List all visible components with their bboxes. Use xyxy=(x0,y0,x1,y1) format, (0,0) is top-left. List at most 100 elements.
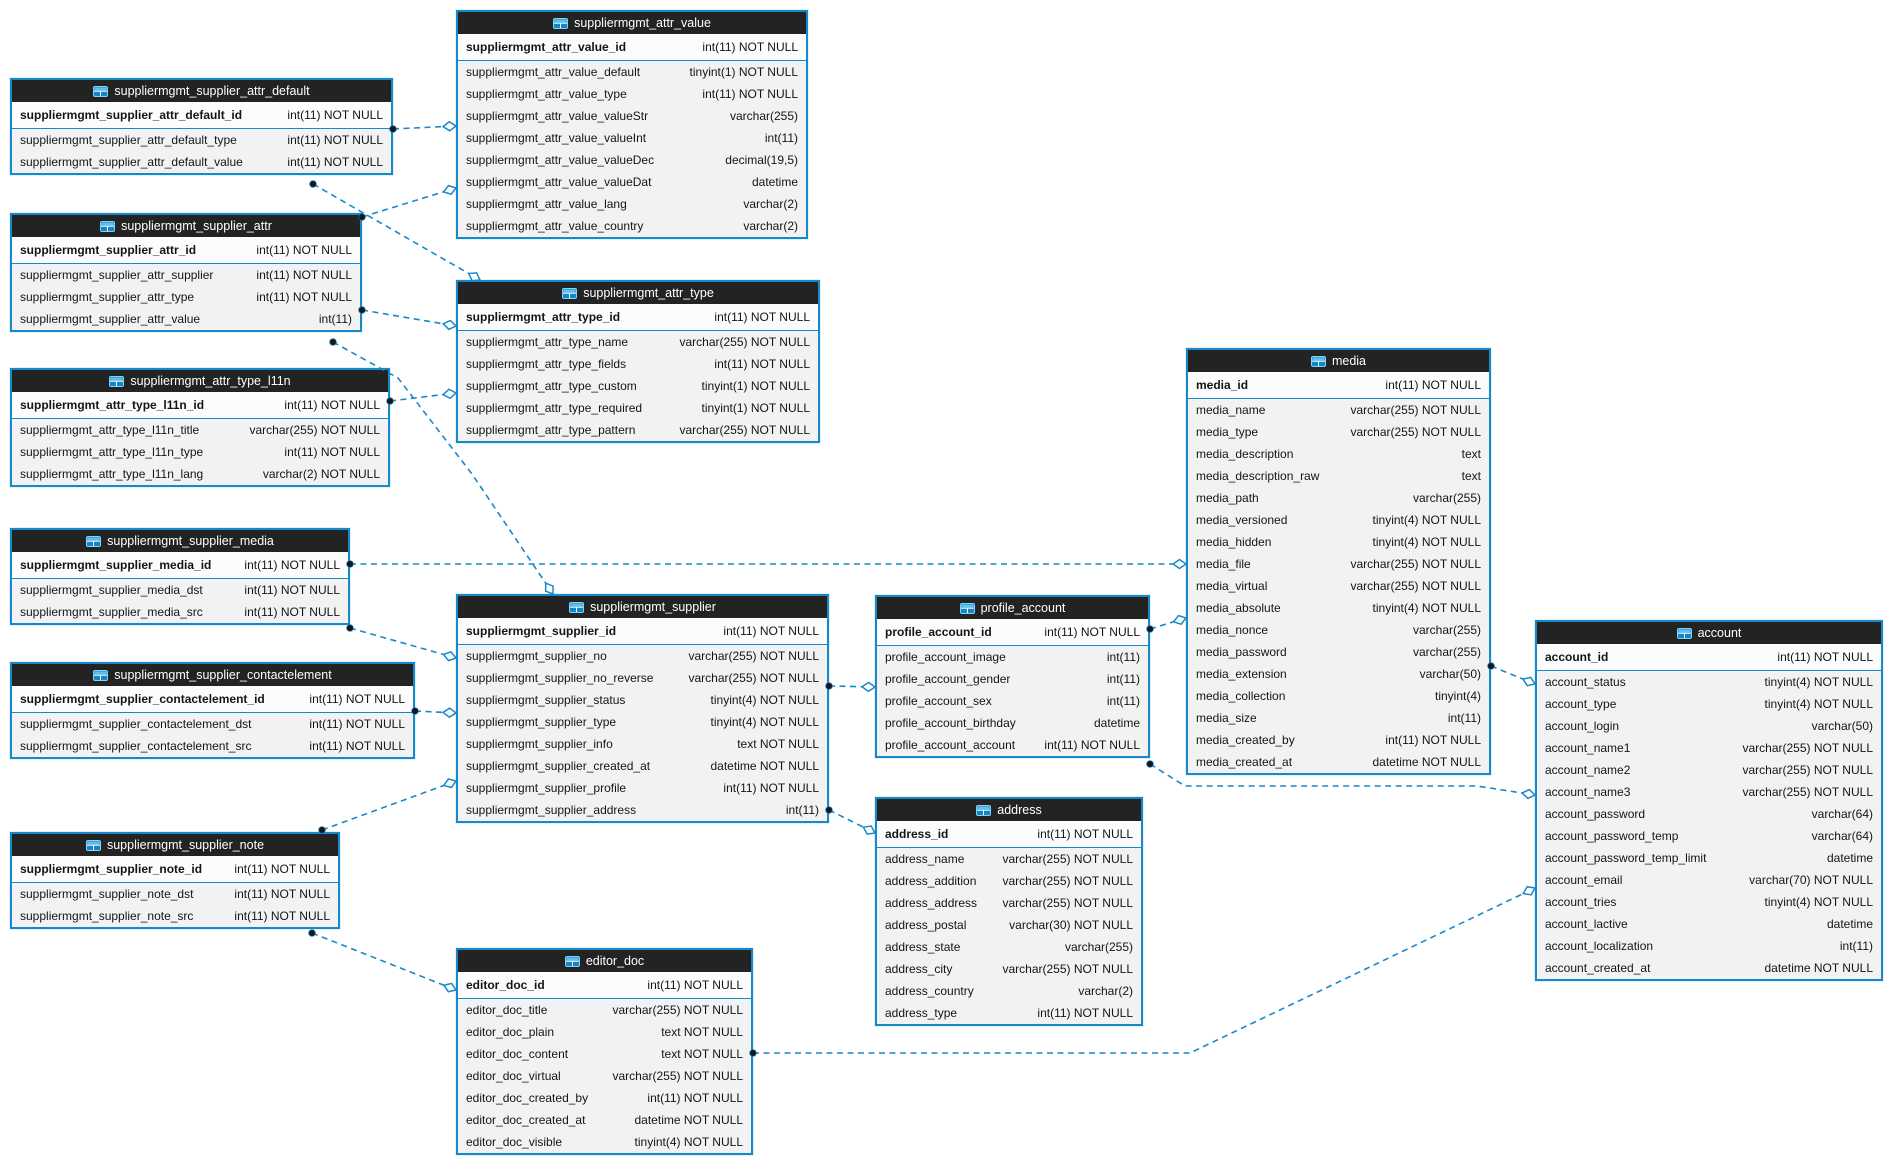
relationship-line[interactable] xyxy=(349,627,457,659)
table-header[interactable]: suppliermgmt_supplier xyxy=(458,596,827,618)
table-header[interactable]: suppliermgmt_attr_type xyxy=(458,282,818,304)
relationship-line[interactable] xyxy=(1149,617,1187,630)
table-header[interactable]: editor_doc xyxy=(458,950,751,972)
table-header[interactable]: suppliermgmt_supplier_attr xyxy=(12,215,360,237)
relationship-line[interactable] xyxy=(321,780,457,831)
table-header[interactable]: profile_account xyxy=(877,597,1148,619)
table-header[interactable]: suppliermgmt_attr_value xyxy=(458,12,806,34)
relationship-line[interactable] xyxy=(311,932,457,991)
table-suppliermgmt_attr_value[interactable]: suppliermgmt_attr_value suppliermgmt_attr… xyxy=(456,10,808,239)
relationship-line[interactable] xyxy=(361,309,457,327)
table-header[interactable]: suppliermgmt_supplier_contactelement xyxy=(12,664,413,686)
table-suppliermgmt_attr_type[interactable]: suppliermgmt_attr_type suppliermgmt_attr_… xyxy=(456,280,820,443)
column-row[interactable]: suppliermgmt_supplier_attr_default_value… xyxy=(12,151,391,173)
column-row[interactable]: suppliermgmt_supplier_contactelement_dst… xyxy=(12,713,413,735)
column-row[interactable]: suppliermgmt_supplier_contactelement_src… xyxy=(12,735,413,757)
relationship-line[interactable] xyxy=(828,809,876,834)
table-header[interactable]: suppliermgmt_supplier_note xyxy=(12,834,338,856)
relationship-line[interactable] xyxy=(828,685,876,688)
table-header[interactable]: media xyxy=(1188,350,1489,372)
